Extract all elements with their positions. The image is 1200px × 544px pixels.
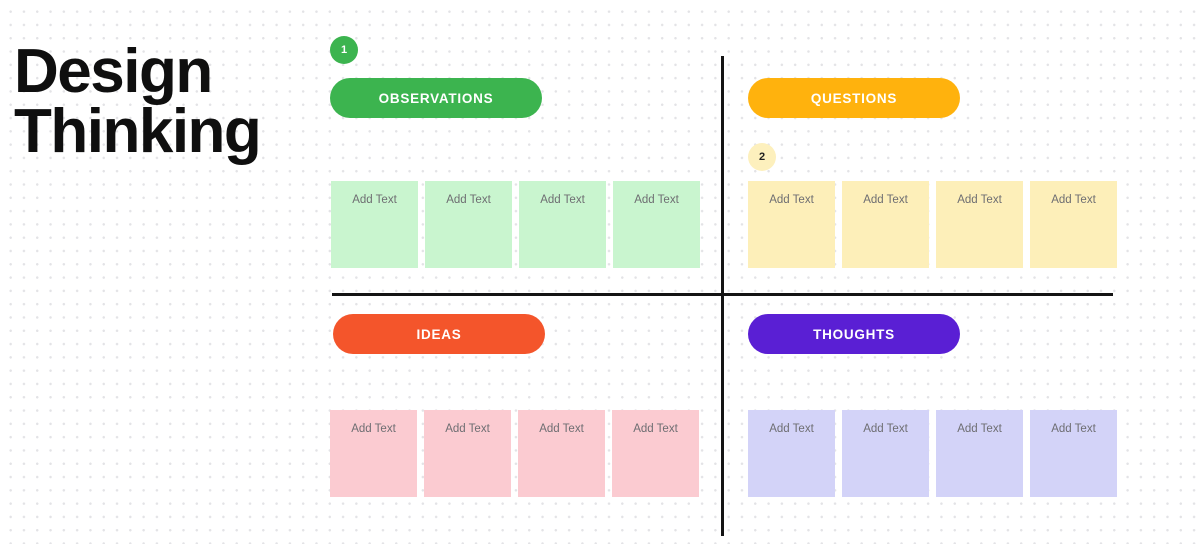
step-badge-1: 1 bbox=[330, 36, 358, 64]
sticky-note-row-ideas: Add Text Add Text Add Text Add Text bbox=[330, 410, 699, 497]
sticky-note[interactable]: Add Text bbox=[936, 181, 1023, 268]
sticky-note[interactable]: Add Text bbox=[842, 410, 929, 497]
category-pill-observations[interactable]: OBSERVATIONS bbox=[330, 78, 542, 118]
sticky-note[interactable]: Add Text bbox=[424, 410, 511, 497]
sticky-note-row-questions: Add Text Add Text Add Text Add Text bbox=[748, 181, 1117, 268]
sticky-note[interactable]: Add Text bbox=[612, 410, 699, 497]
quadrant-thoughts: THOUGHTS Add Text Add Text Add Text Add … bbox=[748, 305, 1120, 510]
sticky-note[interactable]: Add Text bbox=[1030, 181, 1117, 268]
category-pill-thoughts[interactable]: THOUGHTS bbox=[748, 314, 960, 354]
page-title: Design Thinking bbox=[14, 37, 262, 167]
sticky-note[interactable]: Add Text bbox=[331, 181, 418, 268]
sticky-note[interactable]: Add Text bbox=[1030, 410, 1117, 497]
category-pill-questions[interactable]: QUESTIONS bbox=[748, 78, 960, 118]
sticky-note[interactable]: Add Text bbox=[842, 181, 929, 268]
sticky-note[interactable]: Add Text bbox=[748, 410, 835, 497]
quadrant-questions: QUESTIONS 2 Add Text Add Text Add Text A… bbox=[748, 36, 1120, 284]
horizontal-divider bbox=[332, 293, 1113, 296]
sticky-note[interactable]: Add Text bbox=[425, 181, 512, 268]
vertical-divider bbox=[721, 56, 724, 536]
sticky-note-row-thoughts: Add Text Add Text Add Text Add Text bbox=[748, 410, 1117, 497]
sticky-note[interactable]: Add Text bbox=[936, 410, 1023, 497]
sticky-note[interactable]: Add Text bbox=[518, 410, 605, 497]
quadrant-observations: 1 OBSERVATIONS Add Text Add Text Add Tex… bbox=[330, 36, 702, 284]
sticky-note[interactable]: Add Text bbox=[330, 410, 417, 497]
sticky-note[interactable]: Add Text bbox=[613, 181, 700, 268]
sticky-note-row-observations: Add Text Add Text Add Text Add Text bbox=[331, 181, 700, 268]
category-pill-ideas[interactable]: IDEAS bbox=[333, 314, 545, 354]
quadrant-ideas: IDEAS Add Text Add Text Add Text Add Tex… bbox=[330, 305, 702, 510]
step-badge-2: 2 bbox=[748, 143, 776, 171]
sticky-note[interactable]: Add Text bbox=[748, 181, 835, 268]
sticky-note[interactable]: Add Text bbox=[519, 181, 606, 268]
